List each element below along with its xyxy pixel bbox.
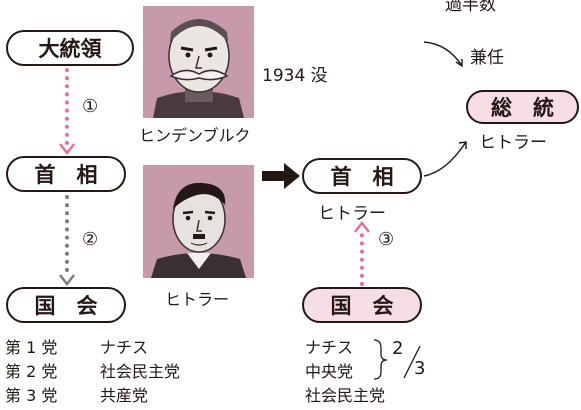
hitler-name-left: ヒトラー xyxy=(165,290,230,309)
party-name-3: 共産党 xyxy=(100,386,149,405)
curve-arrow-right xyxy=(423,141,467,177)
majority-note: 過半数 xyxy=(445,0,496,15)
fraction-numerator: 2 xyxy=(392,338,404,359)
party-brace xyxy=(373,339,388,380)
fraction-denominator: 3 xyxy=(414,358,426,379)
step-1-label: ① xyxy=(82,96,99,117)
arrow-step-1 xyxy=(59,68,75,156)
fraction-slash xyxy=(403,345,421,379)
hitler-face-icon xyxy=(143,165,254,278)
hindenburg-death-year: 1934 没 xyxy=(262,66,328,86)
right-party-2: 中央党 xyxy=(305,362,354,381)
hindenburg-name: ヒンデンブルク xyxy=(139,126,251,145)
chancellor-name-right: ヒトラー xyxy=(318,204,386,224)
party-rank-2: 第 2 党 xyxy=(5,362,58,381)
right-party-1: ナチス xyxy=(305,338,354,357)
party-rank-1: 第 1 党 xyxy=(5,338,58,357)
party-name-2: 社会民主党 xyxy=(100,362,181,381)
parliament-box-left: 国 会 xyxy=(6,287,126,323)
concurrent-label: 兼任 xyxy=(470,48,504,68)
curve-arrow-top xyxy=(423,41,463,68)
party-rank-3: 第 3 党 xyxy=(5,386,58,405)
party-name-1: ナチス xyxy=(100,338,149,357)
hindenburg-portrait xyxy=(143,6,254,118)
chancellor-box-right: 首 相 xyxy=(302,158,422,194)
step-2-label: ② xyxy=(82,229,99,250)
hitler-portrait xyxy=(143,165,254,278)
transition-arrow xyxy=(262,163,300,189)
arrow-step-3 xyxy=(354,220,370,286)
parliament-box-right: 国 会 xyxy=(302,287,422,323)
right-party-3: 社会民主党 xyxy=(305,386,386,405)
fuhrer-box: 総 統 xyxy=(466,90,579,124)
step-3-label: ③ xyxy=(378,229,395,250)
president-box: 大統領 xyxy=(6,30,134,66)
hindenburg-face-icon xyxy=(143,6,254,118)
chancellor-box-left: 首 相 xyxy=(6,156,126,192)
arrow-step-2 xyxy=(59,195,75,287)
fuhrer-name: ヒトラー xyxy=(479,133,547,153)
